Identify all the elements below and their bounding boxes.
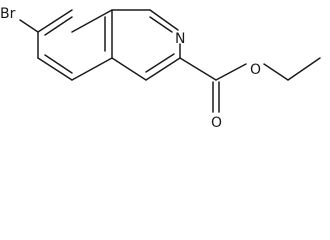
bond-c4a-c5: [71, 57, 113, 81]
bond-c3-c4-inner: [145, 53, 175, 73]
bond-c1-n2-inner: [149, 16, 173, 33]
bond-c3-c4: [145, 57, 181, 81]
bond-c7-c8-inner: [44, 16, 73, 36]
bond-ch2-ch3: [287, 57, 321, 81]
bond-c1-n2: [149, 9, 179, 31]
bond-carbonyl-ester-o: [215, 63, 247, 81]
bond-c6-br: [19, 19, 39, 33]
ester-oxygen-label: O: [250, 62, 261, 78]
bond-c4-c4a: [111, 57, 147, 81]
bond-c8-c8a: [71, 9, 113, 33]
bond-c3-carbonyl: [179, 57, 217, 81]
bond-c5-c6: [37, 57, 73, 81]
benzene-ring: [37, 9, 113, 81]
ester-group: [179, 57, 321, 113]
bond-c7-c8: [37, 9, 73, 33]
bond-ester-o-ch2: [263, 63, 289, 81]
bond-c5-c6-inner: [44, 54, 73, 74]
ethyl-7-bromoisoquinoline-3-carboxylate-structure: Br N O O: [0, 6, 321, 131]
bromine-label: Br: [0, 6, 16, 22]
carbonyl-oxygen-label: O: [211, 115, 222, 131]
pyridine-ring: [111, 9, 181, 81]
nitrogen-label: N: [175, 31, 185, 47]
